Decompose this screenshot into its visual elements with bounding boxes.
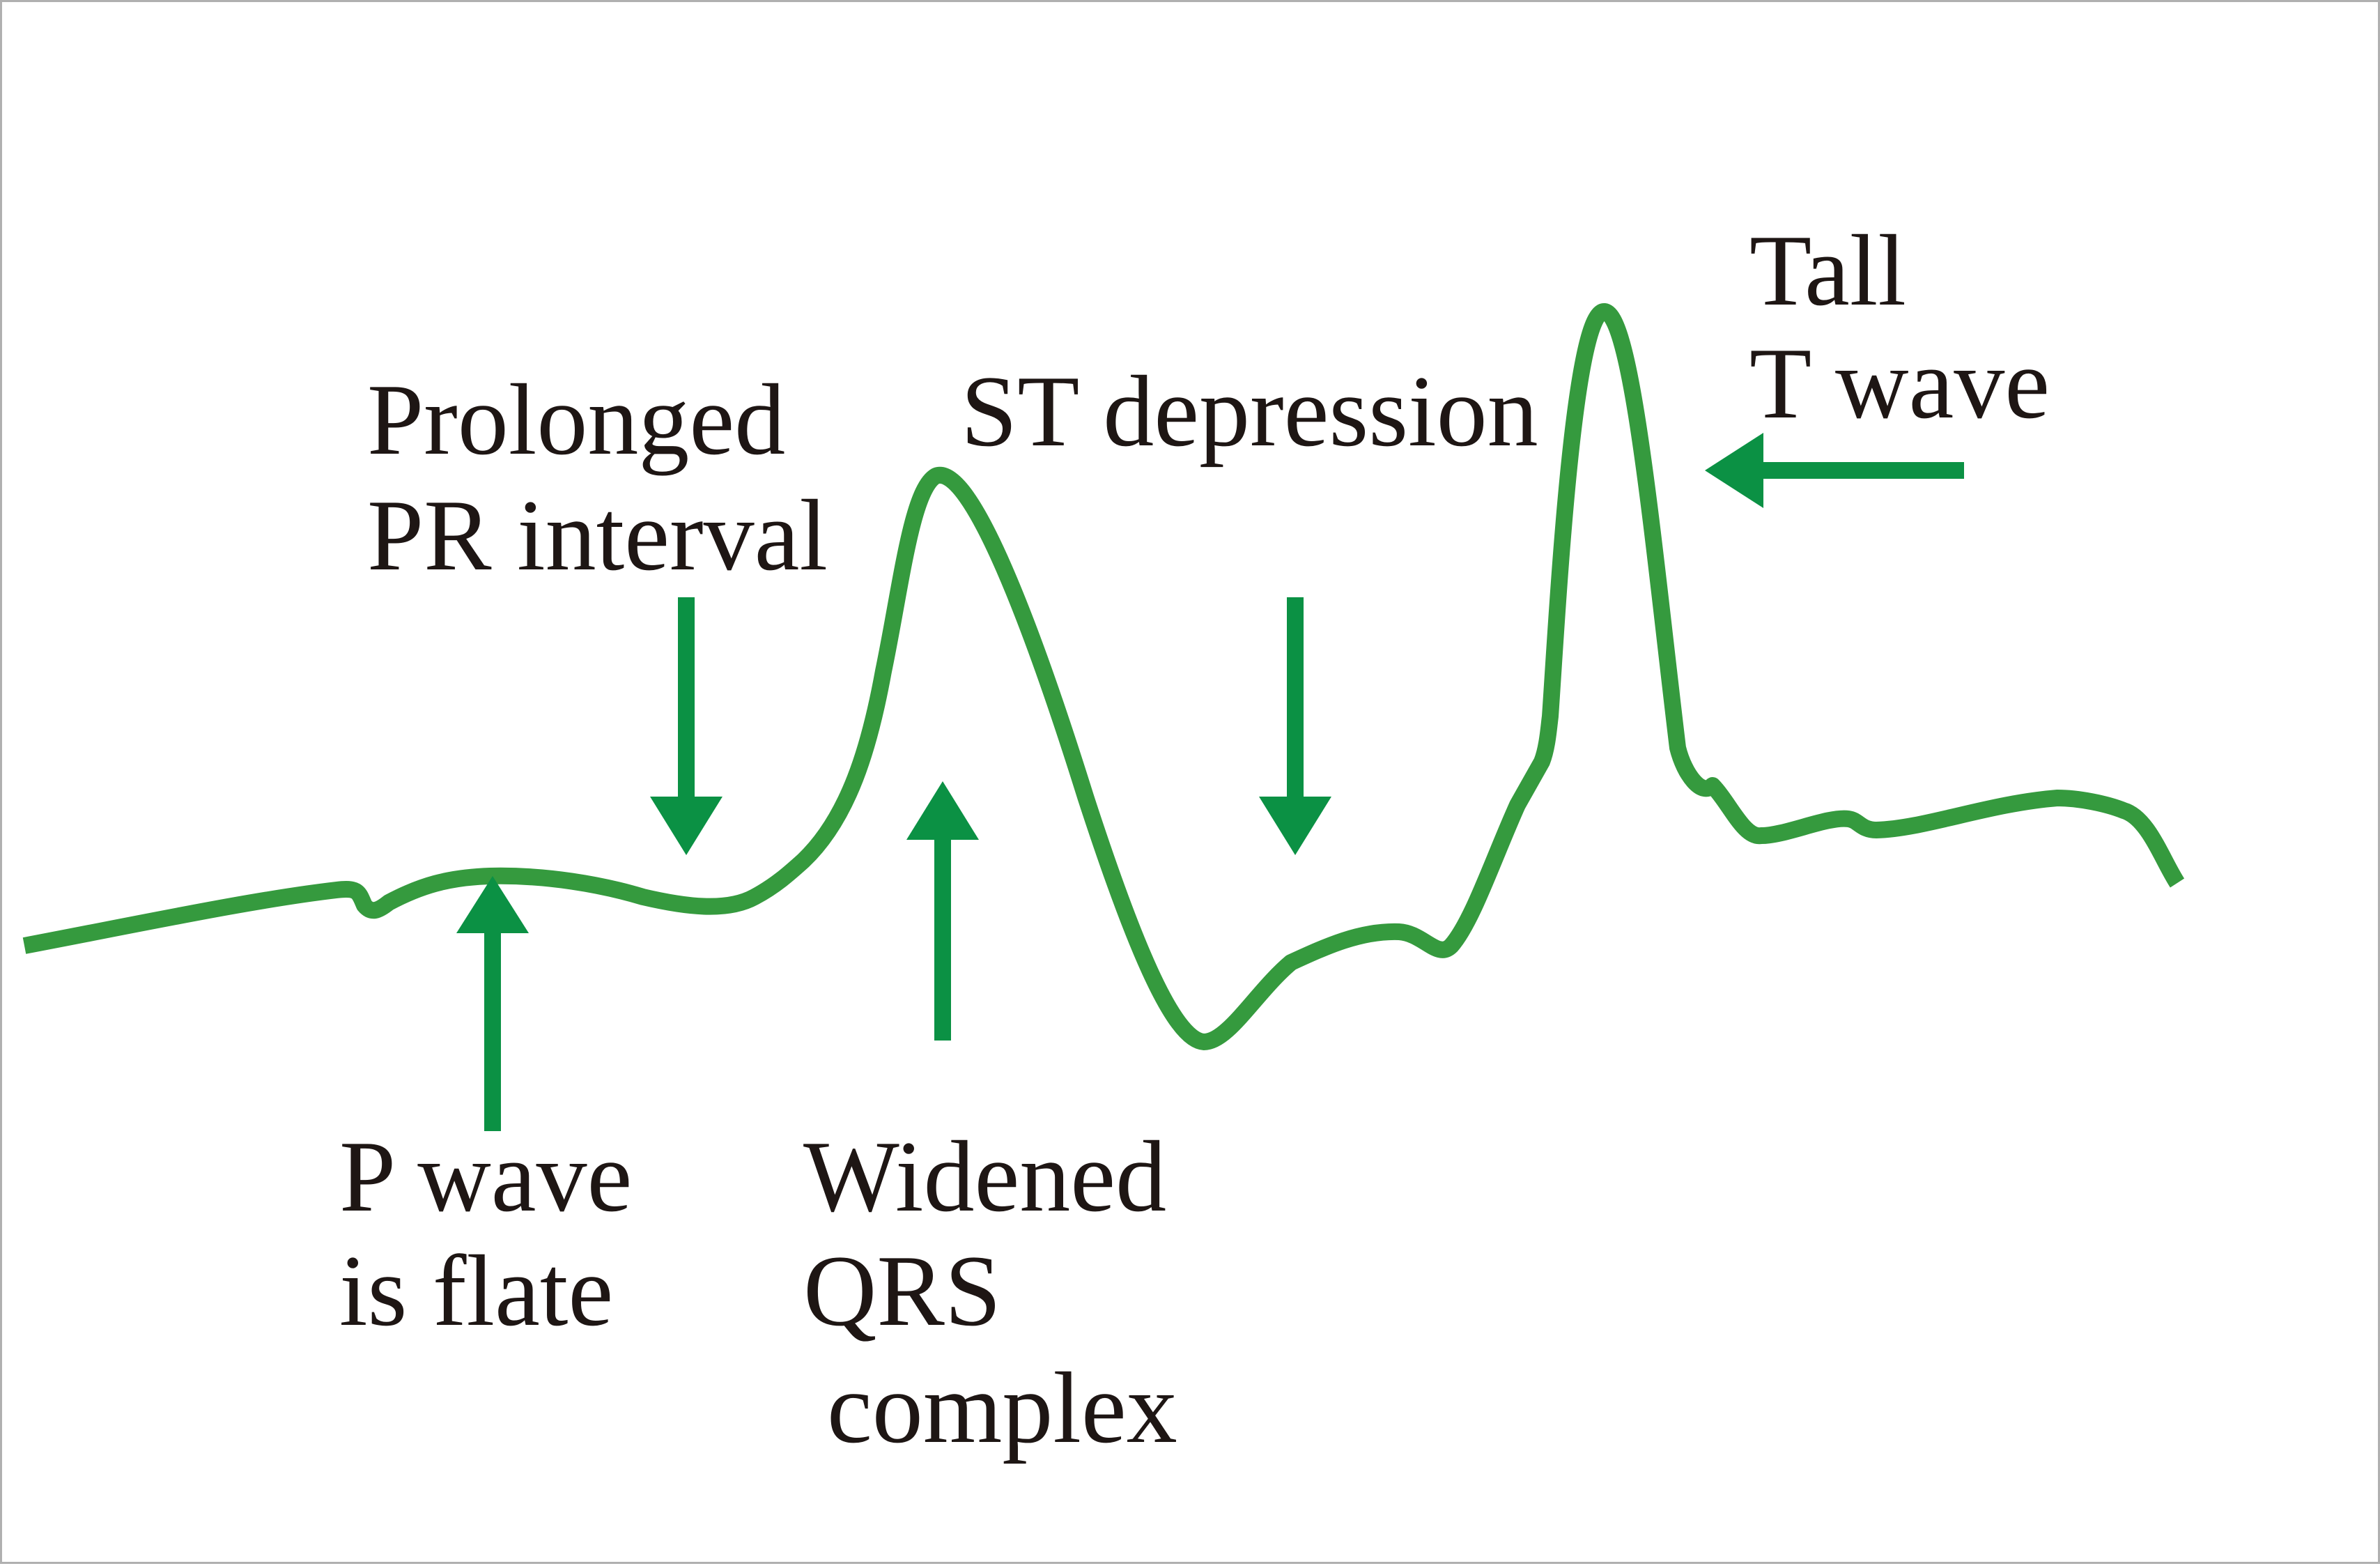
t-wave-label-line2: T wave: [1749, 327, 2050, 440]
t-wave-arrow: [1705, 433, 1964, 508]
st-depression-arrow: [1259, 597, 1331, 855]
qrs-label-line1: Widened: [803, 1120, 1166, 1233]
pr-interval-arrow: [650, 597, 722, 855]
annotation-labels: Prolonged PR interval ST depression Tall…: [339, 214, 2050, 1464]
ecg-trace: [22, 303, 2185, 1050]
annotation-arrows: [456, 433, 1964, 1131]
qrs-label-line3: complex: [827, 1351, 1177, 1464]
p-wave-arrow: [456, 876, 529, 1131]
pr-interval-label-line1: Prolonged: [367, 363, 785, 476]
qrs-label-line2: QRS: [803, 1234, 1001, 1347]
p-wave-label-line2: is flate: [339, 1234, 613, 1347]
t-wave-label-line1: Tall: [1749, 214, 1906, 327]
qrs-arrow: [906, 781, 979, 1041]
st-depression-label: ST depression: [961, 355, 1538, 468]
p-wave-label-line1: P wave: [339, 1120, 632, 1233]
pr-interval-label-line2: PR interval: [367, 479, 828, 592]
